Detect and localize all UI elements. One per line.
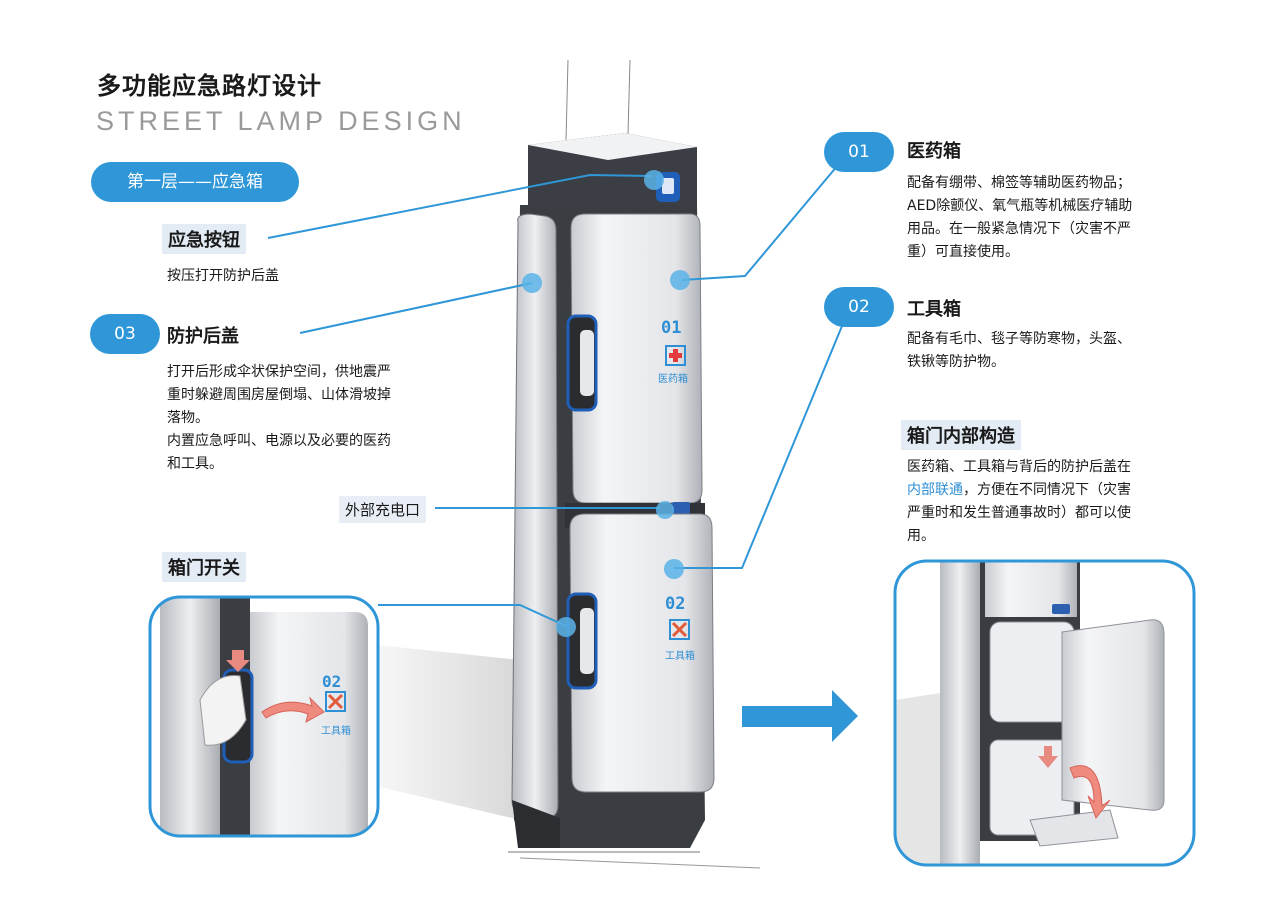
rear-cover-label: 防护后盖 — [167, 326, 239, 347]
detail-tools-label: 工具箱 — [321, 726, 351, 737]
tools-panel-number: 02 — [665, 594, 686, 614]
door-structure-desc: 医药箱、工具箱与背后的防护后盖在 内部联通，方便在不同情况下（灾害 严重时和发生… — [907, 459, 1131, 544]
page-subtitle: STREET LAMP DESIGN — [96, 106, 466, 136]
transition-arrow-icon — [742, 690, 858, 742]
emergency-button-desc: 按压打开防护后盖 — [167, 268, 279, 284]
tool-box-door — [569, 513, 715, 793]
door-structure-label: 箱门内部构造 — [901, 420, 1021, 450]
lamp-top-cap — [528, 133, 697, 214]
detail-tools-number: 02 — [322, 672, 342, 691]
door-switch-label: 箱门开关 — [162, 552, 246, 582]
medical-panel-number: 01 — [661, 318, 682, 338]
inner-structure-detail-frame — [893, 559, 1196, 867]
tool-box-number: 02 — [824, 287, 894, 327]
tools-panel-label: 工具箱 — [665, 651, 695, 662]
tool-box-desc: 配备有毛巾、毯子等防寒物，头盔、 铁锹等防护物。 — [907, 331, 1131, 370]
medical-panel-label: 医药箱 — [658, 374, 688, 385]
charging-port-label: 外部充电口 — [339, 496, 427, 523]
door-switch-detail-frame — [148, 595, 380, 838]
medical-box-label: 医药箱 — [907, 141, 961, 162]
charging-port-shape — [672, 502, 690, 514]
layer-pill: 第一层——应急箱 — [91, 162, 299, 202]
internal-connection-link: 内部联通 — [907, 482, 963, 498]
emergency-button-label: 应急按钮 — [162, 224, 246, 254]
page-title: 多功能应急路灯设计 — [97, 72, 322, 100]
medical-box-number: 01 — [824, 132, 894, 172]
medical-box-desc: 配备有绷带、棉签等辅助医药物品； AED除颤仪、氧气瓶等机械医疗辅助 用品。在一… — [907, 175, 1133, 260]
tool-box-label: 工具箱 — [907, 299, 961, 320]
rear-cover-number: 03 — [90, 314, 160, 354]
rear-cover-desc: 打开后形成伞状保护空间，供地震严 重时躲避周围房屋倒塌、山体滑坡掉 落物。 内置… — [167, 364, 391, 472]
